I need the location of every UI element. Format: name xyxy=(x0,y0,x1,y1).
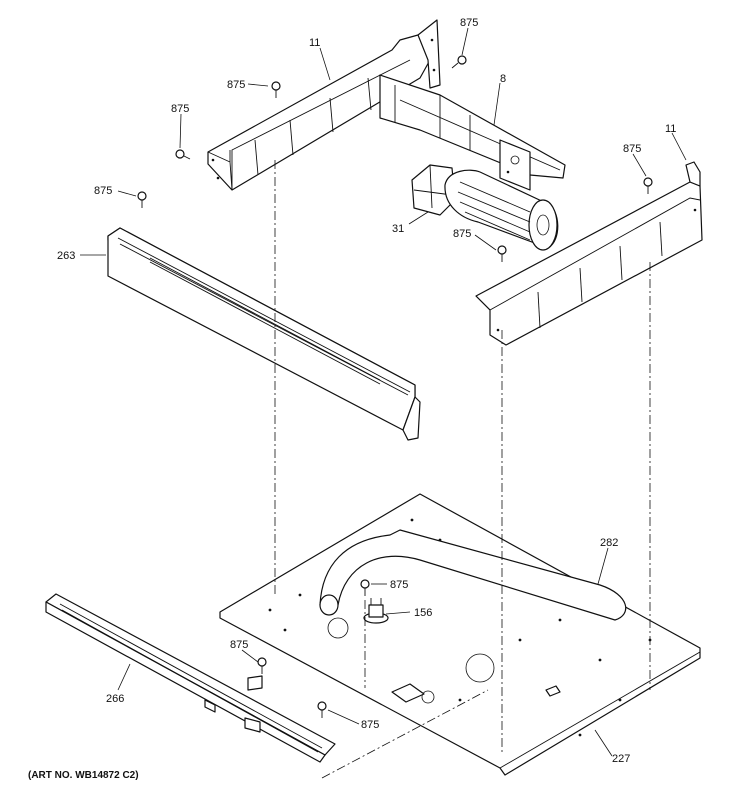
label-part-156: 156 xyxy=(414,607,432,619)
screw-icon xyxy=(497,245,507,262)
top-duct xyxy=(379,74,566,191)
label-part-875: 875 xyxy=(390,579,408,591)
screw-icon xyxy=(137,191,147,208)
label-part-11-left: 11 xyxy=(309,37,320,49)
screw-icon xyxy=(643,177,653,194)
label-part-875: 875 xyxy=(460,17,478,29)
label-part-11-right: 11 xyxy=(665,123,676,135)
screw-icon xyxy=(360,579,370,596)
duct-tube xyxy=(319,529,627,621)
label-part-282: 282 xyxy=(600,537,618,549)
bottom-front-rail xyxy=(45,593,336,763)
leader-lines xyxy=(80,27,687,757)
label-part-875: 875 xyxy=(94,185,112,197)
label-part-875: 875 xyxy=(623,143,641,155)
label-part-875: 875 xyxy=(453,228,471,240)
front-trim-panel xyxy=(107,227,421,441)
label-part-875: 875 xyxy=(171,103,189,115)
part-labels: 11 875 875 8 875 11 875 875 31 875 263 2… xyxy=(57,17,676,765)
screws xyxy=(137,55,653,718)
fan-motor xyxy=(411,164,559,251)
art-number: (ART NO. WB14872 C2) xyxy=(28,770,139,781)
label-part-263: 263 xyxy=(57,250,75,262)
screw-icon xyxy=(175,149,191,160)
label-part-266: 266 xyxy=(106,693,124,705)
label-part-875: 875 xyxy=(227,79,245,91)
label-part-227: 227 xyxy=(612,753,630,765)
label-part-875: 875 xyxy=(230,639,248,651)
label-part-31: 31 xyxy=(392,223,404,235)
label-part-875: 875 xyxy=(361,719,379,731)
label-part-8: 8 xyxy=(500,73,506,85)
screw-icon xyxy=(451,55,467,69)
screw-icon xyxy=(257,657,267,674)
thermostat xyxy=(363,598,389,624)
alignment-lines xyxy=(274,160,651,779)
rear-bracket-right xyxy=(475,161,703,346)
screw-icon xyxy=(317,701,327,718)
rear-bracket-left xyxy=(207,19,441,191)
screw-icon xyxy=(271,81,281,98)
